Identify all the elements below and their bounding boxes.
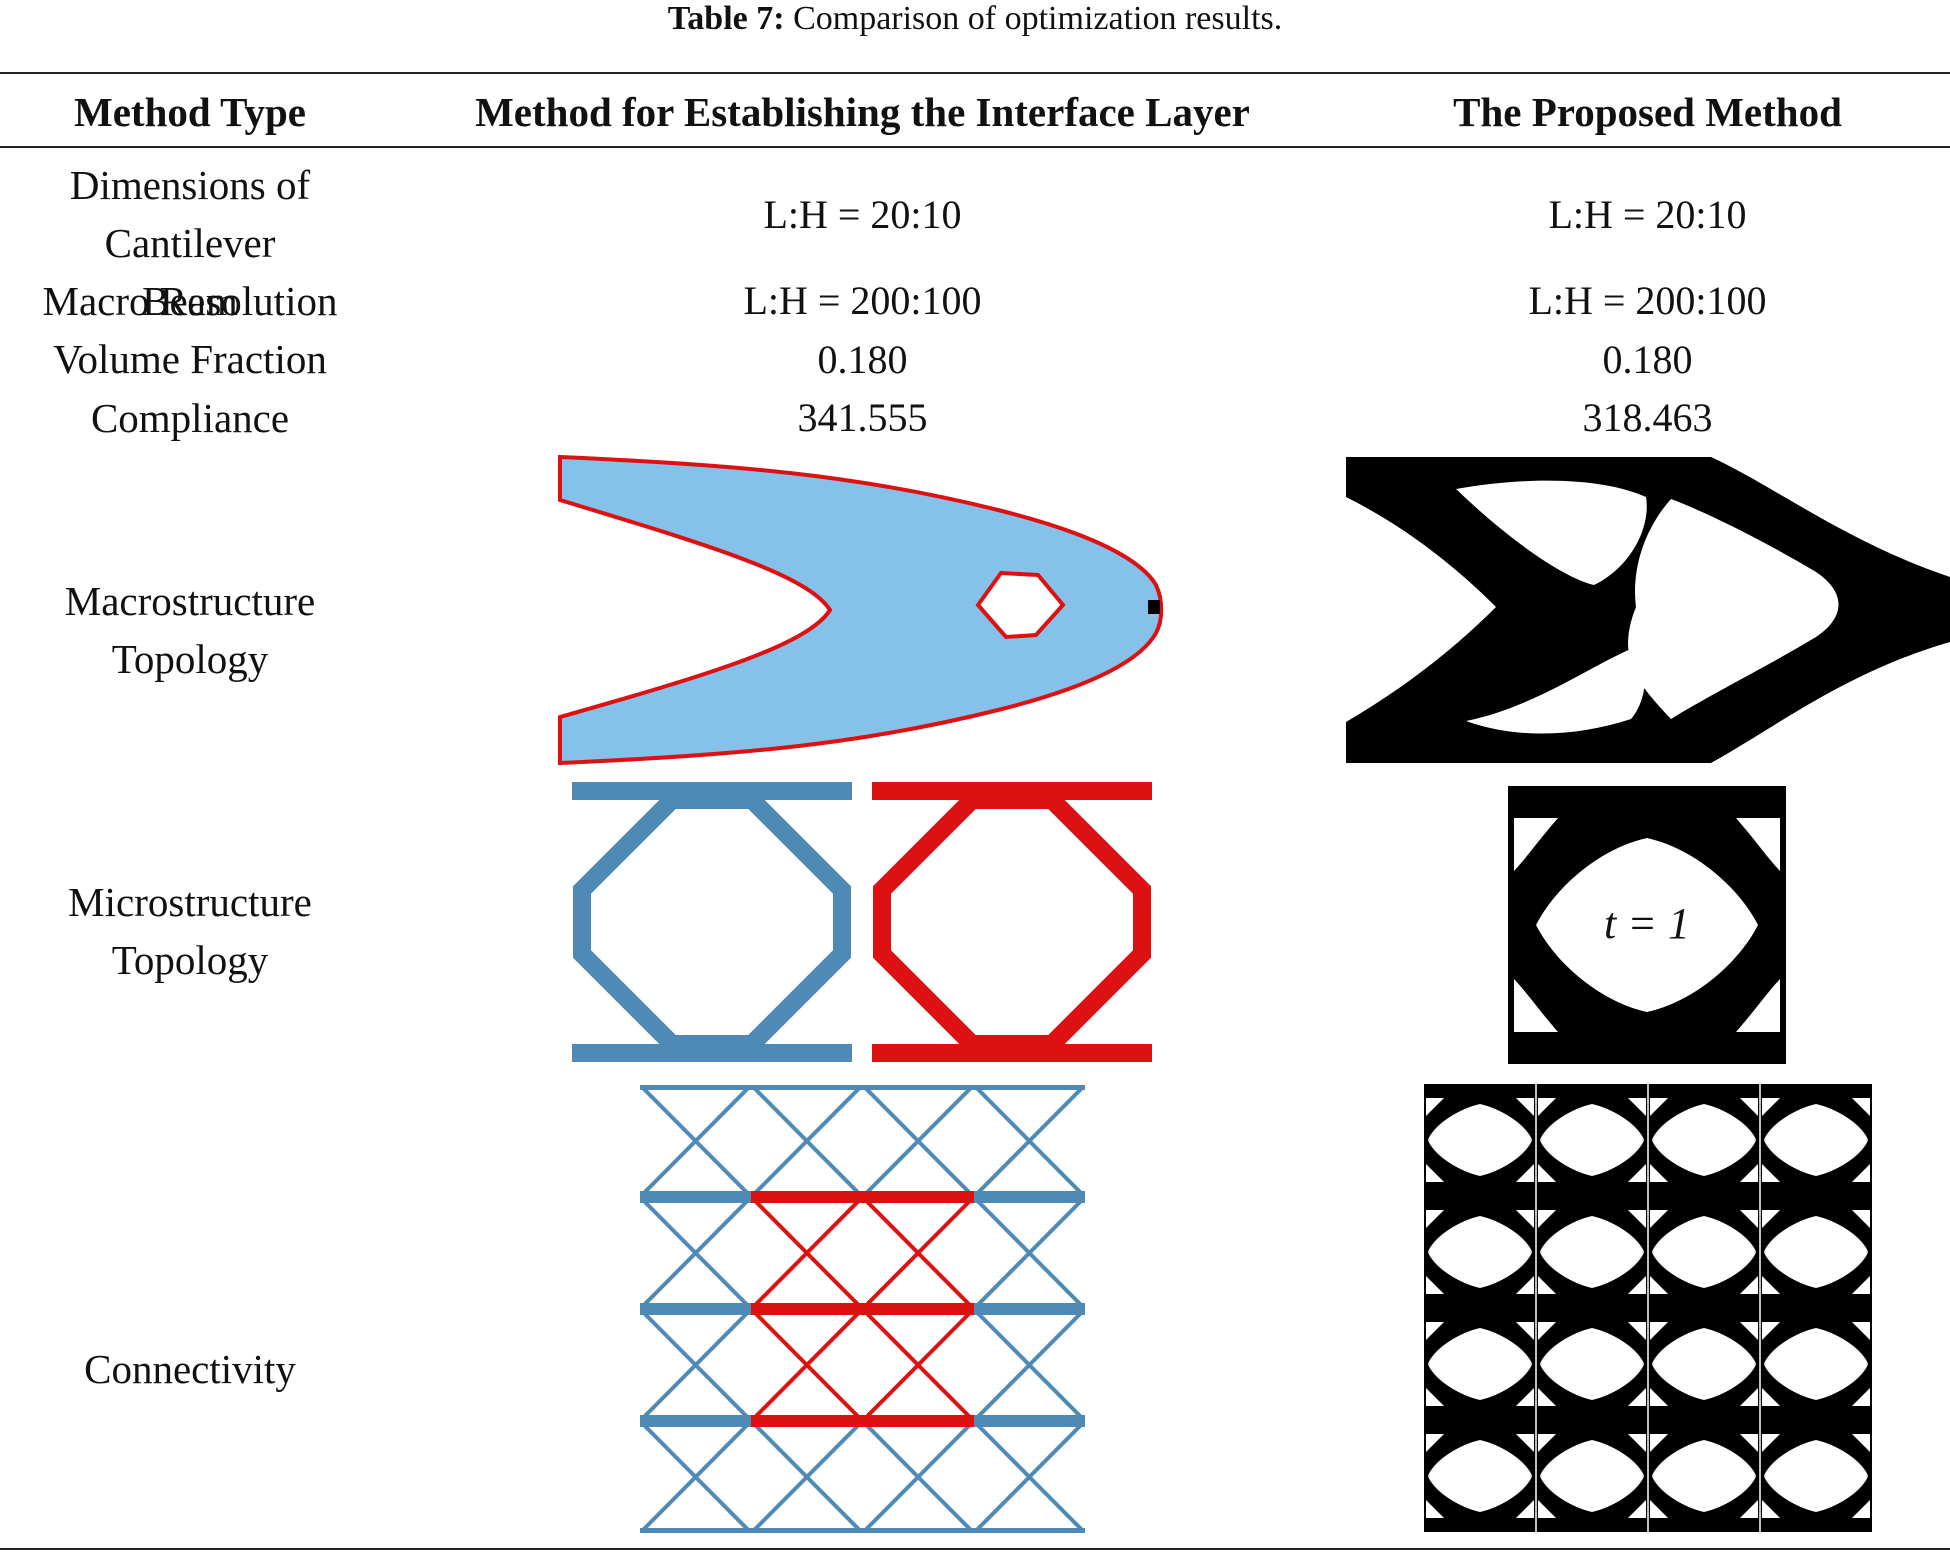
connectivity-interface-image <box>640 1085 1085 1533</box>
cell-compliance-proposed: 318.463 <box>1582 395 1713 440</box>
caption-label: Table 7: <box>667 0 785 37</box>
macro-topology-interface-image <box>558 454 1164 766</box>
micro-formula: t = 1 <box>1604 899 1690 948</box>
cell-resolution-interface: L:H = 200:100 <box>743 278 982 323</box>
table-caption: Table 7: Comparison of optimization resu… <box>0 0 1950 38</box>
cell-volume-interface: 0.180 <box>817 337 908 382</box>
row-label-macrostructure: Macrostructure Topology <box>64 578 316 682</box>
micro-topology-interface-red <box>872 782 1152 1062</box>
header-proposed-method: The Proposed Method <box>1453 89 1842 135</box>
bottom-rule <box>0 1548 1950 1550</box>
cell-resolution-proposed: L:H = 200:100 <box>1528 278 1767 323</box>
cell-volume-proposed: 0.180 <box>1602 337 1693 382</box>
cell-dimensions-proposed: L:H = 20:10 <box>1548 192 1747 237</box>
cell-dimensions-interface: L:H = 20:10 <box>763 192 962 237</box>
cell-compliance-interface: 341.555 <box>797 395 928 440</box>
row-label-compliance: Compliance <box>90 395 290 441</box>
row-label-dimensions: Dimensions of Cantilever Beam <box>69 162 311 324</box>
macro-topology-proposed-image <box>1346 457 1950 763</box>
row-label-connectivity: Connectivity <box>84 1346 296 1392</box>
header-method-type: Method Type <box>74 89 306 135</box>
top-rule <box>0 72 1950 74</box>
micro-topology-proposed-image <box>1508 786 1786 1064</box>
caption-text: Comparison of optimization results. <box>793 0 1283 37</box>
micro-topology-interface-blue <box>572 782 852 1062</box>
connectivity-proposed-image <box>1424 1084 1872 1532</box>
row-label-microstructure: Microstructure Topology <box>68 879 312 983</box>
row-label-macro-resolution: Macro Resolution <box>42 278 338 324</box>
header-rule <box>0 146 1950 148</box>
row-label-volume-fraction: Volume Fraction <box>53 336 327 382</box>
header-interface-layer: Method for Establishing the Interface La… <box>475 89 1250 135</box>
